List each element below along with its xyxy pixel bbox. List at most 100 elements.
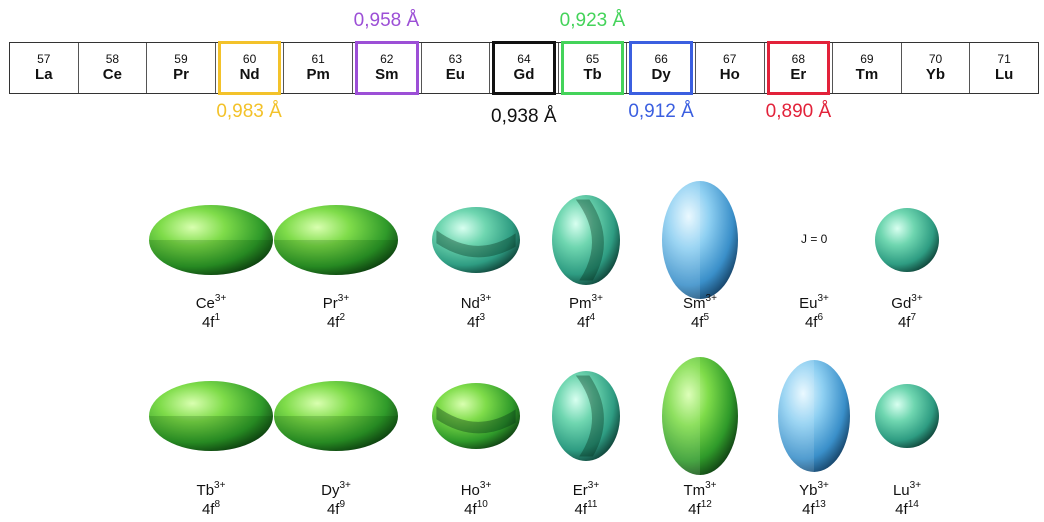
shell-label: 4f xyxy=(802,501,815,518)
shape-pm-prolate-twisted xyxy=(552,195,620,285)
ion-charge: 3+ xyxy=(339,480,351,491)
ion-charge: 3+ xyxy=(911,293,923,304)
element-symbol: Pm xyxy=(306,66,330,83)
electron-count: 6 xyxy=(817,312,824,323)
ion-charge: 3+ xyxy=(591,293,603,304)
electron-count: 14 xyxy=(907,499,919,510)
atomic-number: 67 xyxy=(723,52,737,66)
shape-dy-oblate xyxy=(274,381,398,451)
shape-sm-prolate xyxy=(662,181,738,299)
element-symbol: Yb xyxy=(925,66,946,83)
atomic-number: 61 xyxy=(311,52,325,66)
element-symbol: Tm xyxy=(855,66,879,83)
ion-charge: 3+ xyxy=(214,293,227,304)
ion-symbol: Lu xyxy=(892,482,910,499)
atomic-number: 71 xyxy=(997,52,1011,66)
electron-count: 7 xyxy=(910,312,917,323)
ionic-radius-er: 0,890 Å xyxy=(765,101,832,122)
shell-label: 4f xyxy=(690,314,704,331)
atomic-number: 66 xyxy=(654,52,668,66)
atomic-number: 65 xyxy=(585,52,600,66)
element-symbol: Tb xyxy=(583,66,602,83)
ion-charge: 3+ xyxy=(817,293,829,304)
element-symbol: Eu xyxy=(445,66,465,83)
atomic-number: 69 xyxy=(860,52,874,66)
ion-symbol: Tb xyxy=(196,482,215,499)
ion-charge: 3+ xyxy=(587,480,600,491)
ion-charge: 3+ xyxy=(705,293,717,304)
shape-nd-oblate-twisted xyxy=(432,207,520,273)
atomic-number: 63 xyxy=(448,52,463,66)
ion-symbol: Eu xyxy=(799,295,818,312)
shape-ho-oblate-twisted xyxy=(432,383,520,449)
ion-symbol: Gd xyxy=(891,295,912,312)
ion-charge: 3+ xyxy=(705,480,717,491)
shape-ce-oblate xyxy=(149,205,273,275)
shell-label: 4f xyxy=(326,314,340,331)
shell-label: 4f xyxy=(201,314,215,331)
shell-label: 4f xyxy=(804,314,818,331)
ion-symbol: Yb xyxy=(799,482,818,499)
ion-label-er: Er3+4f11 xyxy=(541,481,631,519)
element-symbol: Ce xyxy=(102,66,122,83)
ionic-radius-tb: 0,923 Å xyxy=(559,10,626,31)
atomic-number: 68 xyxy=(791,52,805,66)
ion-label-yb: Yb3+4f13 xyxy=(769,481,859,519)
atomic-number: 57 xyxy=(37,52,51,66)
shell-label: 4f xyxy=(895,501,908,518)
ion-label-sm: Sm3+4f5 xyxy=(655,294,745,332)
shape-tb-oblate xyxy=(149,381,273,451)
element-symbol: La xyxy=(35,66,53,83)
ion-label-gd: Gd3+4f7 xyxy=(862,294,952,332)
ion-label-pm: Pm3+4f4 xyxy=(541,294,631,332)
ion-symbol: Pr xyxy=(322,295,338,312)
ion-charge: 3+ xyxy=(337,293,350,304)
ion-symbol: Sm xyxy=(683,295,706,312)
ion-charge: 3+ xyxy=(909,480,922,491)
shell-label: 4f xyxy=(688,501,701,518)
atomic-number: 70 xyxy=(928,52,943,66)
element-symbol: Sm xyxy=(375,66,399,83)
shell-label: 4f xyxy=(574,501,588,518)
electron-count: 10 xyxy=(476,499,488,510)
element-symbol: Nd xyxy=(239,66,260,83)
shell-label: 4f xyxy=(326,501,340,518)
shell-label: 4f xyxy=(201,501,215,518)
electron-count: 5 xyxy=(703,312,710,323)
shape-lu-sphere xyxy=(875,384,939,448)
electron-count: 1 xyxy=(214,312,221,323)
electron-count: 9 xyxy=(339,499,346,510)
ion-label-pr: Pr3+4f2 xyxy=(291,294,381,332)
ion-symbol: Nd xyxy=(460,295,480,312)
ion-charge: 3+ xyxy=(214,480,226,491)
shape-er-prolate-twisted xyxy=(552,371,620,461)
element-symbol: Gd xyxy=(513,66,535,83)
atomic-number: 60 xyxy=(242,52,257,66)
ion-symbol: Dy xyxy=(321,482,340,499)
shell-label: 4f xyxy=(466,314,480,331)
shape-tm-prolate xyxy=(662,357,738,475)
j-zero-note: J = 0 xyxy=(801,232,828,246)
shape-pr-oblate xyxy=(274,205,398,275)
shape-yb-prolate xyxy=(778,360,850,472)
shell-label: 4f xyxy=(464,501,477,518)
electron-count: 13 xyxy=(814,499,826,510)
ion-label-ho: Ho3+4f10 xyxy=(431,481,521,519)
ionic-radius-gd: 0,938 Å xyxy=(491,106,557,127)
ion-symbol: Pm xyxy=(569,295,592,312)
ion-label-dy: Dy3+ 4f9 xyxy=(291,481,381,519)
shell-label: 4f xyxy=(897,314,911,331)
electron-count: 12 xyxy=(700,499,712,510)
element-symbol: Lu xyxy=(994,66,1014,83)
ion-label-eu: Eu3+ 4f6 xyxy=(769,294,859,332)
atomic-number: 64 xyxy=(517,52,531,66)
shape-gd-sphere xyxy=(875,208,939,272)
ionic-radius-sm: 0,958 Å xyxy=(353,10,420,31)
ion-label-ce: Ce3+4f1 xyxy=(166,294,256,332)
